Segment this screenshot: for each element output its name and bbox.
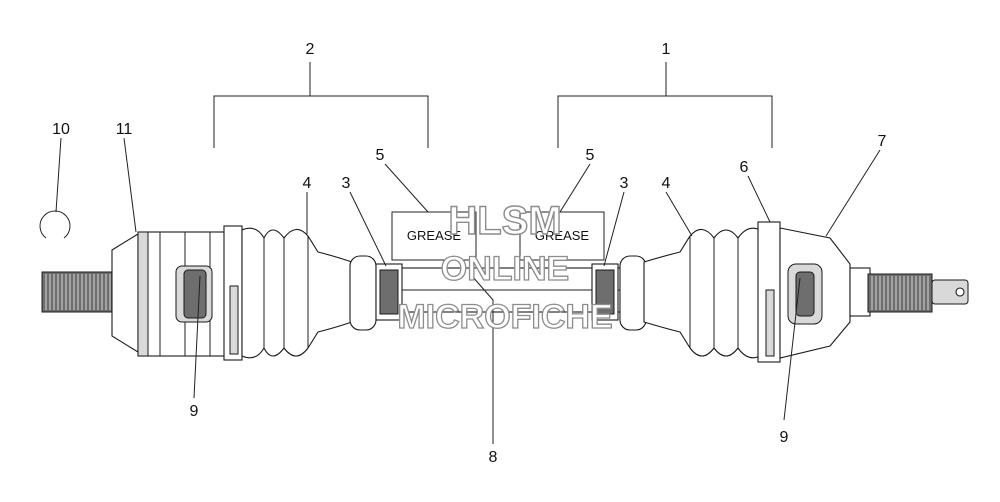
watermark: HLSM ONLINE MICROFICHE — [397, 198, 614, 336]
watermark-line-1: HLSM — [448, 199, 561, 243]
grease-label-left: GREASE — [407, 228, 462, 243]
callout-1: 1 — [662, 41, 671, 58]
inner-cv-housing — [111, 231, 231, 357]
leader-lines — [55, 137, 881, 444]
callout-2: 2 — [306, 41, 315, 58]
left-spline-stub — [41, 271, 115, 313]
callout-7: 7 — [878, 133, 887, 150]
inner-boot — [241, 227, 377, 359]
callout-8: 8 — [489, 449, 498, 466]
watermark-line-2: ONLINE — [441, 250, 569, 288]
small-clamp-left — [375, 263, 403, 321]
callout-numbers: 1 2 3 3 4 4 5 5 6 7 8 9 9 10 11 — [52, 41, 886, 466]
grease-box-right: GREASE — [519, 211, 605, 261]
bracket-1 — [557, 62, 773, 148]
callout-3-left: 3 — [342, 175, 351, 192]
callout-5-right: 5 — [586, 147, 595, 164]
callout-11: 11 — [116, 121, 133, 138]
boot-clamp-right — [757, 221, 781, 363]
boot-clamp-left — [223, 225, 243, 361]
snap-ring — [39, 210, 71, 239]
callout-4-left: 4 — [303, 175, 312, 192]
callout-10: 10 — [52, 121, 70, 138]
watermark-line-3: MICROFICHE — [397, 298, 612, 336]
callout-9-right: 9 — [780, 429, 789, 446]
callout-4-right: 4 — [662, 175, 671, 192]
bracket-2 — [213, 62, 429, 148]
outer-cv-housing — [779, 227, 851, 359]
outer-boot — [619, 227, 761, 359]
callout-9-left: 9 — [190, 403, 199, 420]
callout-3-right: 3 — [620, 175, 629, 192]
callout-6: 6 — [740, 159, 749, 176]
grease-box-left: GREASE — [391, 211, 477, 261]
right-spline-stub — [849, 267, 969, 317]
small-clamp-right — [591, 263, 619, 321]
grease-label-right: GREASE — [535, 228, 590, 243]
callout-5-left: 5 — [376, 147, 385, 164]
